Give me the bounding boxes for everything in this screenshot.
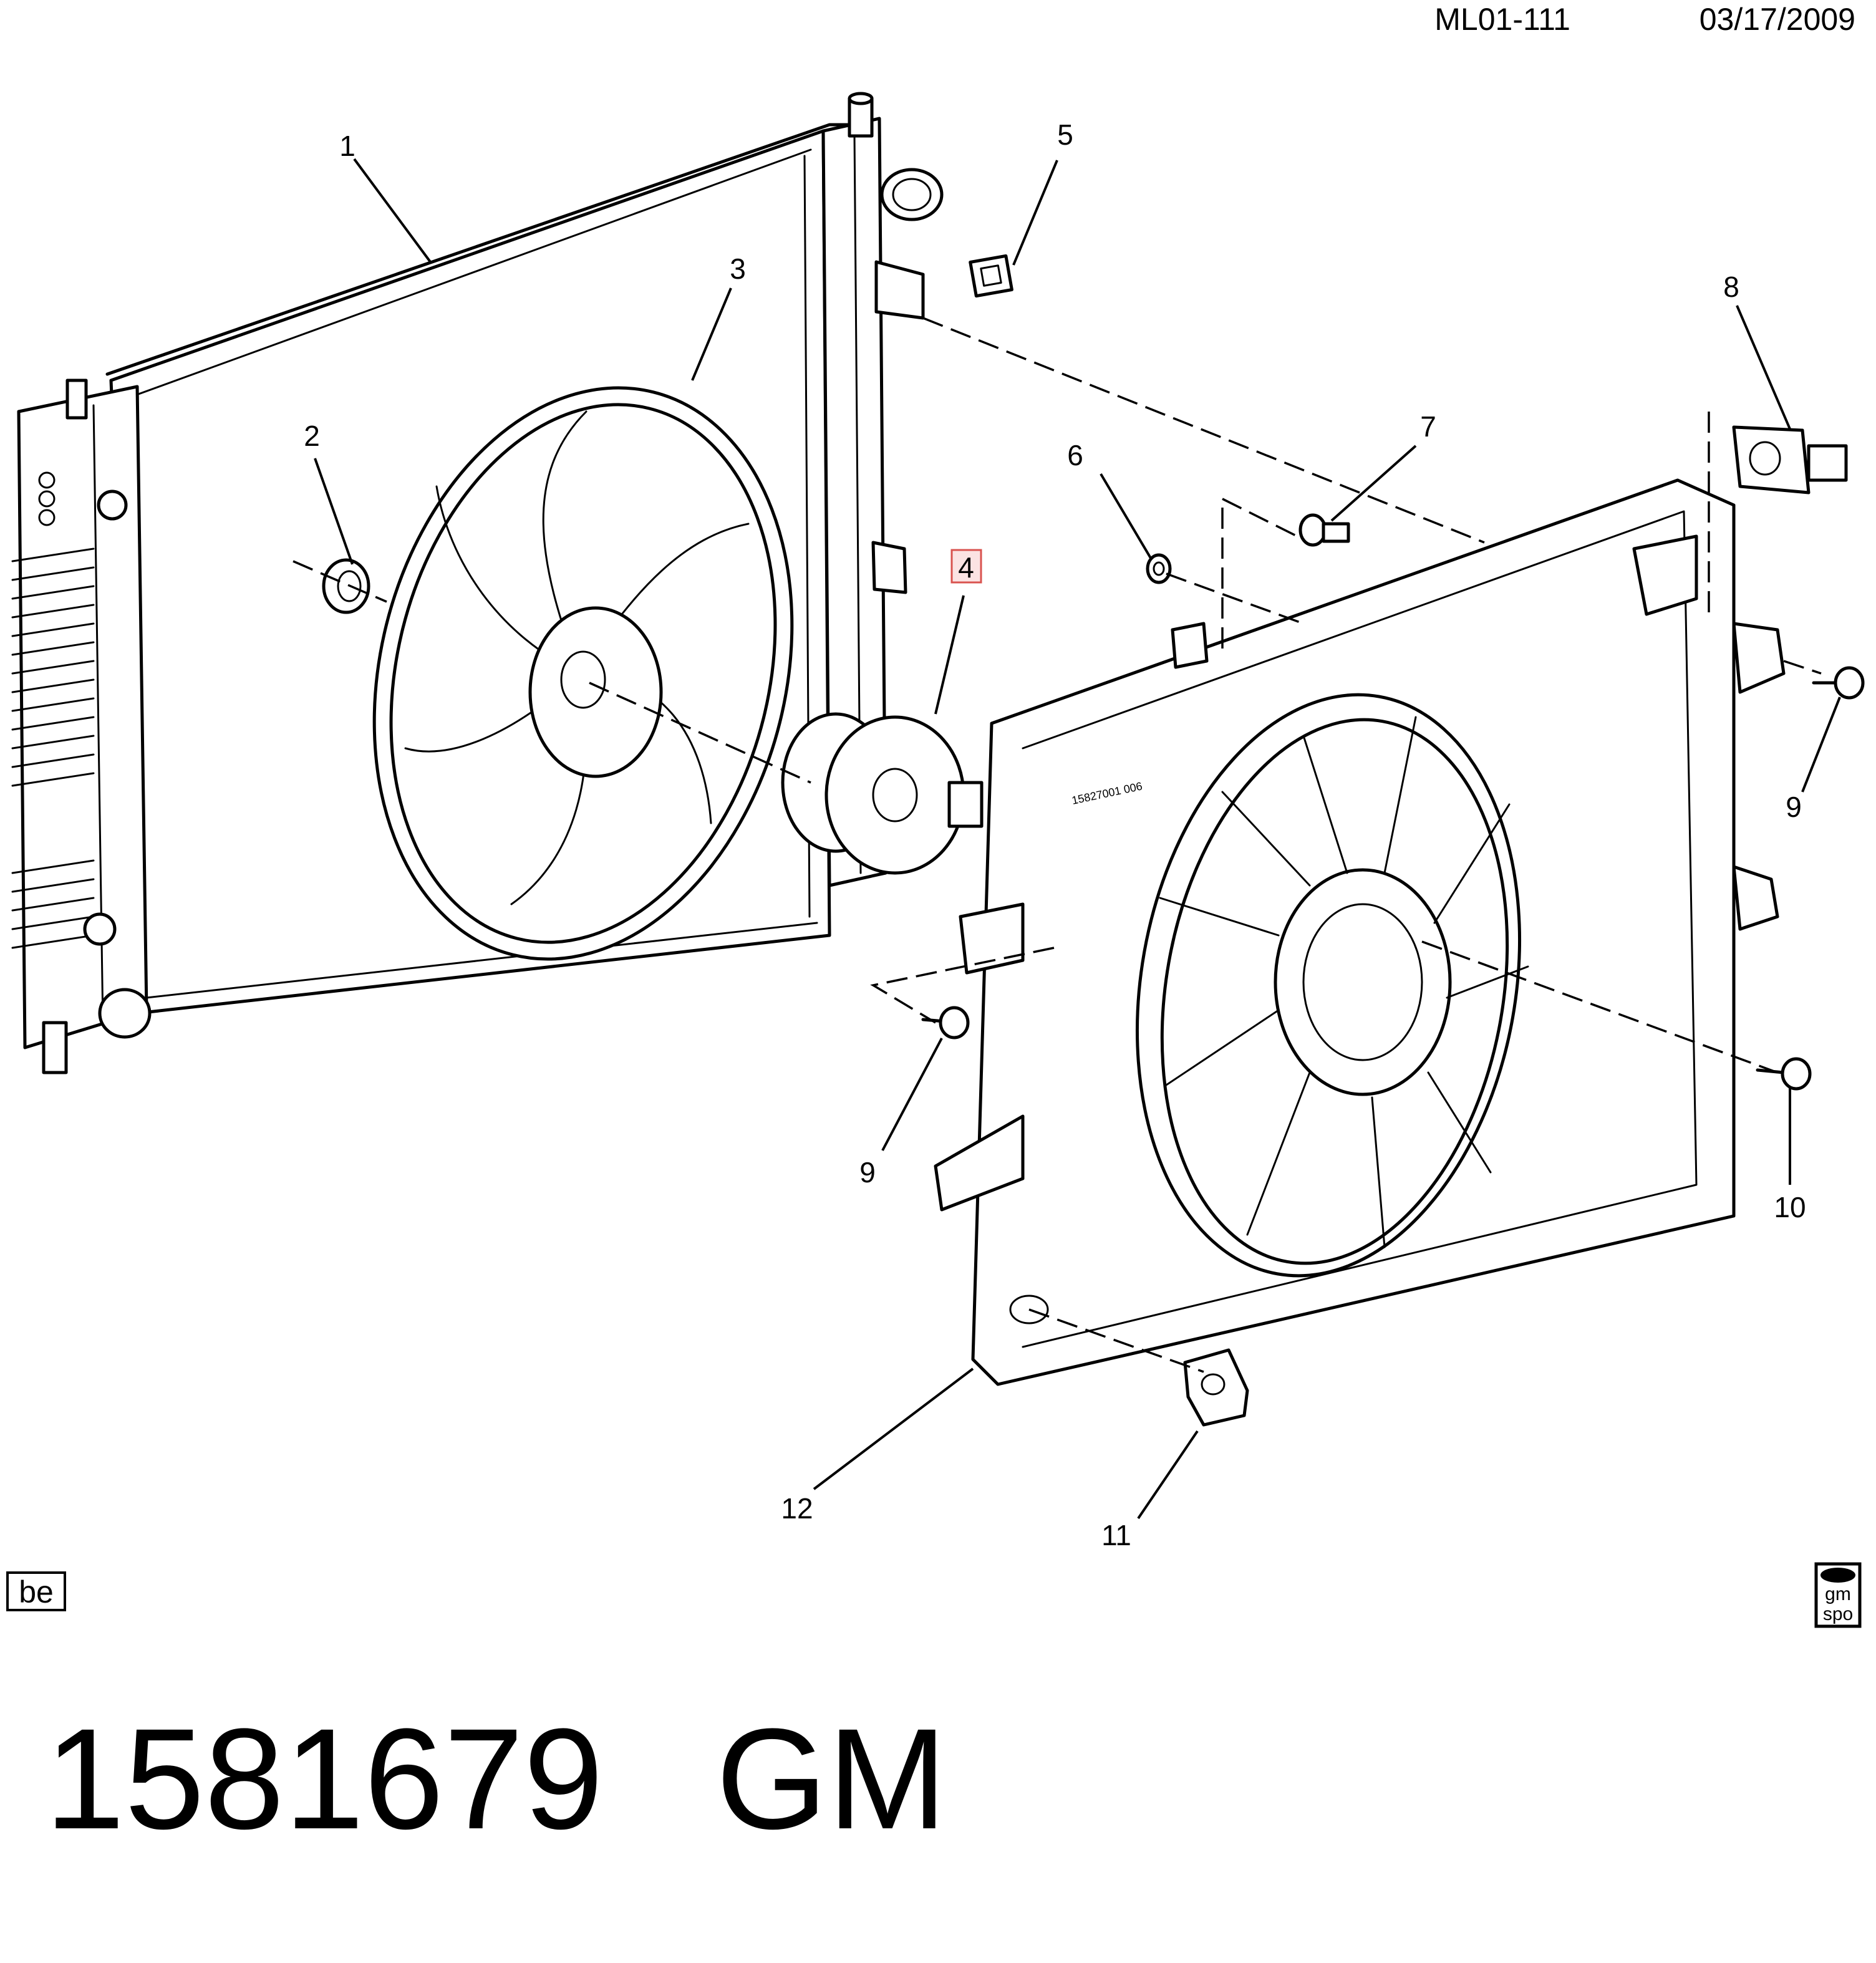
- fan-shroud-drawing: 15827001 006: [934, 478, 1786, 1386]
- part-5-clip-drawing: [969, 254, 1013, 298]
- gm-spo-logo: gm spo: [1814, 1562, 1862, 1628]
- part-9-bolt-upper-drawing: [1812, 666, 1865, 700]
- callout-8: 8: [1723, 271, 1739, 303]
- svg-text:gm: gm: [1825, 1584, 1851, 1604]
- part-9-bolt-lower-drawing: [921, 1006, 970, 1039]
- svg-text:be: be: [19, 1575, 54, 1609]
- badge-be: be: [6, 1571, 66, 1611]
- callout-4: 4: [958, 551, 974, 584]
- leader-lines: [314, 158, 1841, 1520]
- part-number: 1581679: [45, 1699, 603, 1859]
- fan-drawing: [372, 386, 794, 961]
- diagram-code: ML01-111: [1434, 2, 1570, 37]
- svg-text:spo: spo: [1823, 1604, 1853, 1624]
- brand-name: GM: [716, 1699, 947, 1859]
- seal-ring-drawing: [322, 558, 370, 614]
- part-7-fastener-drawing: [1298, 513, 1350, 547]
- part-11-bracket-drawing: [1183, 1348, 1249, 1427]
- callout-10: 10: [1774, 1191, 1806, 1223]
- callout-4-highlight-box: [950, 549, 982, 584]
- callout-12: 12: [781, 1492, 813, 1525]
- shroud-spokes: [1159, 716, 1529, 1248]
- fan-motor-drawing: [781, 712, 984, 875]
- alignment-lines: [293, 317, 1822, 1373]
- callout-9-upper: 9: [1786, 791, 1802, 823]
- callout-1: 1: [339, 130, 355, 162]
- callout-6: 6: [1067, 439, 1083, 471]
- callout-11: 11: [1101, 1519, 1131, 1551]
- radiator-fins: [11, 547, 95, 949]
- part-10-bolt-drawing: [1756, 1057, 1812, 1091]
- callout-7: 7: [1420, 410, 1436, 443]
- part-8-resistor-drawing: [1732, 425, 1848, 494]
- callout-labels: 1 2 3 4 5 6 7 8 9 9 10 11 12: [304, 118, 1806, 1551]
- callout-2: 2: [304, 420, 320, 452]
- callout-3: 3: [730, 253, 746, 285]
- callout-9-lower: 9: [859, 1156, 876, 1189]
- diagram-date: 03/17/2009: [1700, 2, 1855, 37]
- part-6-grommet-drawing: [1146, 553, 1172, 584]
- callout-5: 5: [1057, 118, 1073, 151]
